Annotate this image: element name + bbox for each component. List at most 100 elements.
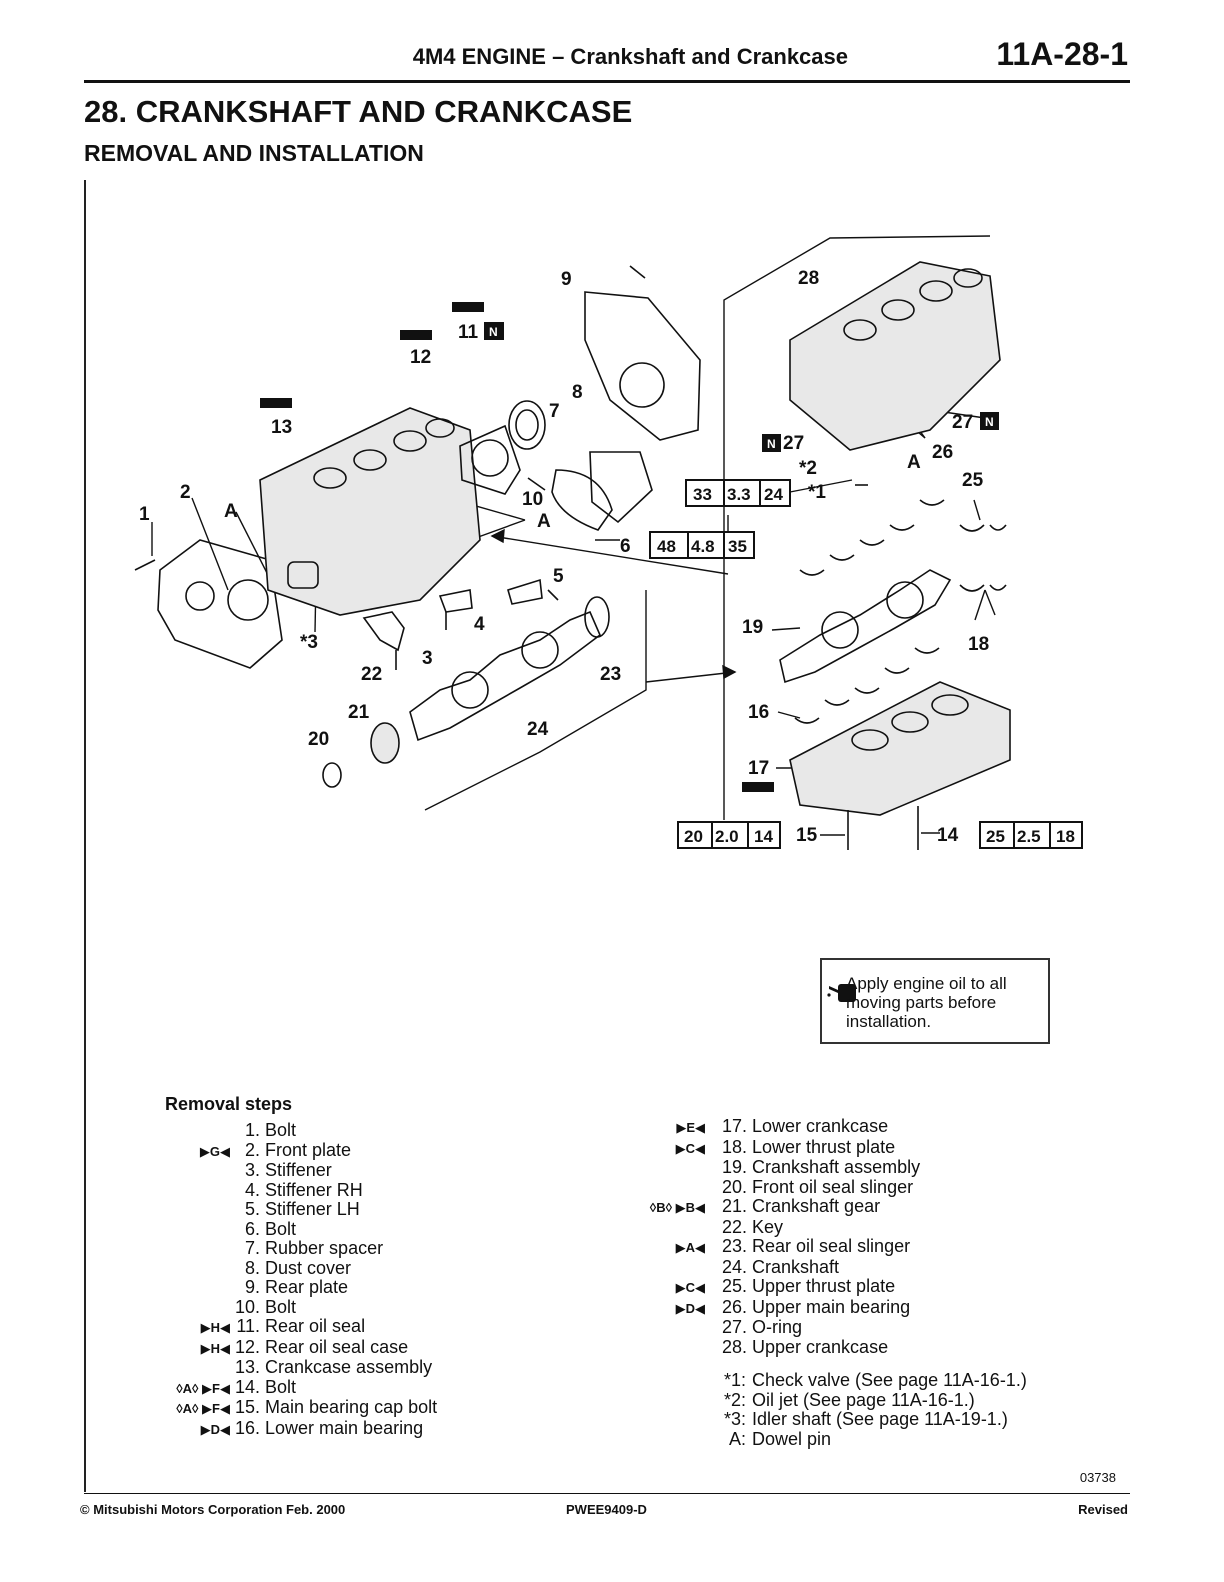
main-bearings-part [794, 499, 945, 724]
svg-text:2.5: 2.5 [1017, 827, 1041, 846]
callout-star1: *1 [808, 482, 826, 503]
step-item: 22. Key [721, 1216, 784, 1237]
callout-23: 23 [600, 664, 621, 685]
rear-oil-seal-part [508, 400, 546, 450]
removal-steps-right: ▶E◀17. Lower crankcase ▶C◀18. Lower thru… [615, 1116, 1055, 1357]
torque-box-15: 20 2.0 14 [677, 821, 781, 849]
callout-11: 11 [458, 322, 479, 343]
svg-text:33: 33 [693, 485, 712, 504]
callout-8: 8 [572, 382, 583, 403]
footnote-item: *1:Check valve (See page 11A-16-1.) [723, 1370, 1027, 1390]
torque-box-14: 25 2.5 18 [979, 821, 1083, 849]
callout-10: 10 [522, 489, 543, 510]
callout-3: 3 [422, 648, 433, 669]
step-item: ▶H◀12. Rear oil seal case [200, 1336, 409, 1357]
step-item: 24. Crankshaft [721, 1256, 840, 1277]
oil-application-note: Apply engine oil to all moving parts bef… [820, 958, 1050, 1044]
header-title: 4M4 ENGINE – Crankshaft and Crankcase [412, 44, 848, 69]
oil-note-text: Apply engine oil to all moving parts bef… [846, 974, 1007, 1031]
footer-status: Revised [1078, 1502, 1128, 1517]
svg-text:18: 18 [1056, 827, 1075, 846]
step-item: 3. Stiffener [244, 1160, 332, 1180]
section-title: 28. CRANKSHAFT AND CRANKCASE [84, 94, 633, 129]
rubber-spacer-part [551, 469, 613, 531]
svg-text:N: N [985, 415, 994, 429]
svg-text:N: N [767, 437, 776, 451]
callout-22: 22 [361, 664, 382, 685]
step-item: 4. Stiffener RH [244, 1179, 363, 1200]
callout-28: 28 [798, 268, 819, 289]
svg-text:35: 35 [728, 537, 747, 556]
step-item: ▶D◀26. Upper main bearing [675, 1296, 911, 1317]
header-rule [84, 80, 1130, 83]
stiffeners-part [362, 578, 543, 652]
removal-steps-heading: Removal steps [165, 1094, 293, 1114]
upper-crankcase-part [789, 261, 1001, 451]
step-item: ▶A◀23. Rear oil seal slinger [675, 1236, 911, 1256]
callout-17: 17 [748, 758, 769, 779]
torque-box-1: 33 3.3 24 [685, 479, 791, 507]
footer-rule [84, 1493, 1130, 1494]
step-item: ▶E◀17. Lower crankcase [676, 1116, 889, 1136]
step-item: 20. Front oil seal slinger [721, 1176, 914, 1197]
footnote-item: *3:Idler shaft (See page 11A-19-1.) [723, 1409, 1008, 1429]
step-item: 28. Upper crankcase [721, 1336, 889, 1357]
rear-oil-seal-slinger-part [584, 596, 610, 638]
callout-27-right: 27 [952, 412, 973, 433]
callout-a-upper: A [907, 452, 921, 473]
crankshaft-assembly-part [779, 569, 952, 684]
step-item: 27. O-ring [721, 1317, 803, 1337]
svg-text:48: 48 [657, 537, 676, 556]
step-item: ◊A◊ ▶F◀14. Bolt [176, 1376, 297, 1397]
footnote-item: *2:Oil jet (See page 11A-16-1.) [723, 1389, 975, 1410]
callout-4: 4 [474, 614, 485, 635]
step-item: 10. Bolt [234, 1296, 297, 1317]
sealant-tubes-part [260, 302, 774, 792]
thrust-plates-part [959, 524, 1007, 592]
callout-14: 14 [937, 825, 959, 846]
step-item: 13. Crankcase assembly [234, 1357, 433, 1377]
step-item: ◊A◊ ▶F◀15. Main bearing cap bolt [176, 1397, 438, 1417]
footnotes: *1:Check valve (See page 11A-16-1.) *2:O… [700, 1370, 1060, 1449]
callout-27-left: 27 [783, 433, 804, 454]
callout-1: 1 [139, 504, 150, 525]
bolts-part [134, 265, 919, 850]
step-item: ▶C◀25. Upper thrust plate [675, 1276, 896, 1296]
footer-copyright: © Mitsubishi Motors Corporation Feb. 200… [80, 1502, 346, 1517]
new-part-badge-27-right: N [980, 412, 999, 430]
torque-box-6: 48 4.8 35 [649, 531, 755, 559]
rear-oil-seal-case-part [459, 424, 521, 495]
callout-16: 16 [748, 702, 769, 723]
callout-7: 7 [549, 401, 560, 422]
footer-doc-code: PWEE9409-D [566, 1502, 647, 1517]
svg-text:N: N [489, 325, 498, 339]
svg-text:3.3: 3.3 [727, 485, 751, 504]
callout-21: 21 [348, 702, 370, 723]
step-item: 1. Bolt [244, 1120, 297, 1140]
dust-cover-part [589, 451, 653, 524]
figure-number: 03738 [1079, 1470, 1116, 1485]
svg-text:4.8: 4.8 [691, 537, 715, 556]
removal-steps-left: 1. Bolt ▶G◀2. Front plate 3. Stiffener 4… [130, 1120, 490, 1439]
callout-20: 20 [308, 729, 329, 750]
callout-15: 15 [796, 825, 818, 846]
callout-18: 18 [968, 634, 989, 655]
crankshaft-gear-part [370, 722, 400, 764]
page-number: 11A-28-1 [996, 36, 1128, 72]
svg-text:20: 20 [684, 827, 703, 846]
step-item: ▶H◀11. Rear oil seal [200, 1316, 366, 1336]
callout-26: 26 [932, 442, 953, 463]
step-item: ▶C◀18. Lower thrust plate [675, 1136, 896, 1157]
callout-24: 24 [527, 719, 549, 740]
step-item: 8. Dust cover [244, 1257, 352, 1278]
callout-9: 9 [561, 269, 572, 290]
new-part-badge-11: N [484, 322, 504, 340]
step-item: 9. Rear plate [244, 1277, 349, 1297]
callout-12: 12 [410, 347, 431, 368]
new-part-badge-27-left: N [762, 434, 781, 452]
oil-can-icon [827, 984, 856, 1002]
step-item: 7. Rubber spacer [244, 1238, 384, 1258]
callout-star2: *2 [799, 458, 817, 479]
frame-border [84, 180, 86, 1492]
front-oil-seal-slinger-part [322, 762, 342, 788]
